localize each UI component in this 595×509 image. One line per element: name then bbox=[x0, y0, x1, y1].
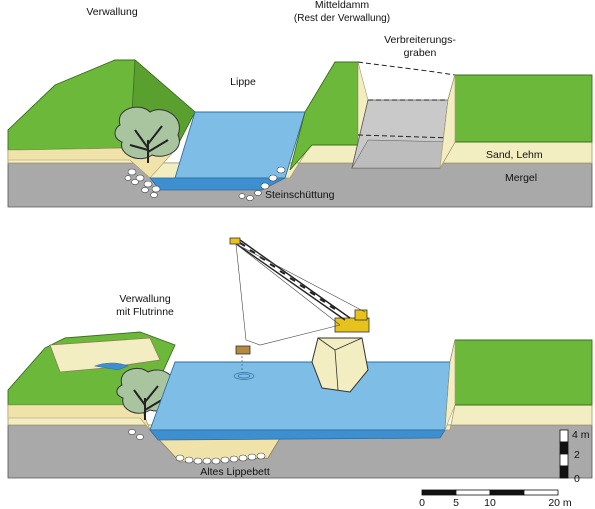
top-river-surface bbox=[174, 111, 306, 179]
label-verwallung-top: Verwallung bbox=[86, 6, 138, 18]
label-altes-lippebett: Altes Lippebett bbox=[200, 466, 270, 478]
hscale-label-20: 20 m bbox=[548, 497, 572, 509]
water-ripples bbox=[233, 372, 255, 380]
bottom-river-bed bbox=[149, 429, 446, 441]
bottom-section: Verwallung mit Flutrinne Altes Lippebett bbox=[7, 237, 593, 479]
hscale-label-10: 10 bbox=[484, 497, 496, 509]
bottom-old-riverbed-stones bbox=[175, 452, 266, 465]
top-stones-left bbox=[124, 168, 161, 198]
top-tree-icon bbox=[114, 106, 180, 163]
vscale-label-4: 4 m bbox=[572, 429, 590, 441]
top-trench-dashed-outline bbox=[357, 61, 456, 139]
label-verbreiterungsgraben: Verbreiterungs- bbox=[384, 34, 456, 46]
horizontal-scale: 0 5 10 20 m bbox=[419, 489, 572, 509]
label-sand-lehm: Sand, Lehm bbox=[486, 149, 543, 161]
label-mitteldamm-sub: (Rest der Verwallung) bbox=[294, 13, 390, 24]
label-graben: graben bbox=[404, 47, 437, 59]
hscale-label-5: 5 bbox=[453, 497, 459, 509]
top-right-embankment-face bbox=[439, 74, 456, 169]
label-mergel-top: Mergel bbox=[505, 172, 537, 184]
bottom-river-surface bbox=[149, 361, 451, 431]
top-right-embankment bbox=[447, 74, 593, 143]
label-lippe: Lippe bbox=[230, 76, 256, 88]
vscale-label-0: 0 bbox=[574, 473, 580, 485]
vscale-label-2: 2 bbox=[574, 449, 580, 461]
bottom-left-sand-strip bbox=[7, 404, 151, 431]
bottom-stones-left bbox=[128, 429, 144, 440]
hscale-label-0: 0 bbox=[419, 497, 425, 509]
crane-icon bbox=[229, 237, 370, 370]
bottom-flood-channel bbox=[49, 337, 161, 373]
vertical-scale: 4 m 2 0 bbox=[559, 429, 590, 485]
label-mitteldamm: Mitteldamm bbox=[315, 0, 370, 11]
bottom-flood-channel-water bbox=[93, 362, 129, 371]
label-mit-flutrinne: mit Flutrinne bbox=[116, 306, 174, 318]
bottom-right-embankment bbox=[449, 339, 593, 406]
bottom-right-embankment-face bbox=[444, 339, 456, 431]
top-section: Verwallung Mitteldamm (Rest der Verwallu… bbox=[7, 0, 593, 208]
top-stones-right bbox=[238, 166, 286, 201]
label-steinschuettung: Steinschüttung bbox=[265, 189, 335, 201]
label-verwallung-flut: Verwallung bbox=[119, 293, 171, 305]
top-widening-trench-floor bbox=[351, 139, 456, 169]
